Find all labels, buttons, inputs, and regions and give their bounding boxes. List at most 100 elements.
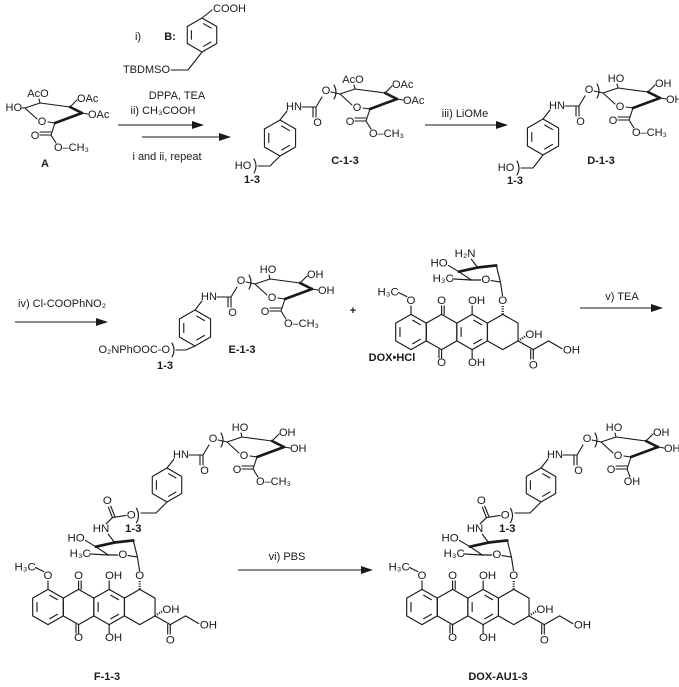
bond — [277, 297, 286, 300]
step-ii-conditions: ii) CH₃COOH — [131, 105, 196, 117]
bond — [110, 594, 120, 601]
bond — [578, 95, 586, 107]
bond — [24, 107, 38, 120]
bond — [255, 445, 286, 459]
ring — [486, 313, 519, 351]
methyl-ester: O–CH₃ — [632, 127, 667, 139]
sugar-methyl: H₃C — [70, 548, 91, 560]
sugar-methyl: H₃C — [433, 273, 454, 285]
bond — [542, 473, 551, 479]
quinone-oxygen: O — [448, 570, 457, 582]
bond — [600, 436, 617, 443]
primary-oh: OH — [574, 620, 591, 632]
amine: H₂N — [455, 248, 476, 260]
bond — [168, 473, 177, 479]
bond — [252, 456, 258, 470]
bond — [113, 539, 135, 544]
phenol-oh: OH — [468, 295, 485, 307]
bond — [623, 455, 632, 458]
bond — [495, 264, 502, 283]
glycosidic-oxygen: O — [498, 295, 507, 307]
bond — [544, 143, 554, 150]
bond — [241, 436, 273, 442]
bond — [270, 439, 286, 449]
carbonyl-oxygen: O — [477, 495, 486, 507]
bond — [506, 539, 513, 558]
bond — [458, 539, 471, 548]
bond — [532, 340, 563, 351]
bond — [254, 283, 268, 296]
glycosidic-oxygen: O — [135, 570, 144, 582]
phenol-oh: OH — [479, 632, 496, 644]
bond — [540, 458, 549, 469]
sugar-hydroxyl: HO — [442, 532, 459, 544]
sugar-hydroxyl: HO — [431, 257, 448, 269]
repeat-bracket — [509, 507, 514, 524]
bond — [136, 556, 141, 572]
bond — [140, 501, 168, 514]
glycosidic-oxygen: O — [583, 433, 592, 445]
bond — [252, 468, 259, 478]
primary-oh: OH — [200, 620, 217, 632]
ring-oxygen: O — [38, 116, 47, 128]
repeat-count: 1-3 — [244, 174, 260, 186]
bond — [617, 87, 649, 93]
carbonyl-oxygen: O — [576, 116, 585, 128]
bond — [196, 315, 206, 322]
bond — [50, 122, 56, 136]
methoxy-methyl: H₃C — [389, 561, 410, 573]
bond — [384, 85, 393, 94]
repeat-bracket — [220, 432, 224, 448]
ring-oxygen: O — [492, 549, 501, 561]
repeat-count: 1-3 — [157, 360, 173, 372]
bond — [353, 84, 356, 90]
repeat-bracket — [171, 342, 175, 358]
bond — [614, 432, 617, 438]
ring-oxygen: O — [240, 450, 249, 462]
bond — [628, 119, 635, 129]
carbamate-linker: HNO — [542, 95, 586, 128]
bond — [69, 99, 78, 108]
ring — [425, 313, 458, 351]
bond — [24, 102, 41, 109]
phenol-oh: OH — [468, 357, 485, 369]
bond — [646, 90, 662, 100]
substituent-c2: HO — [606, 422, 623, 434]
carbamate-linker: HNO — [166, 444, 210, 477]
terminal-hydroxyl: HO — [235, 160, 252, 172]
ring — [123, 588, 156, 626]
substituent-c3: OAc — [392, 79, 414, 91]
bond — [280, 298, 286, 312]
quinone-oxygen: O — [74, 632, 83, 644]
bond — [616, 83, 619, 89]
label-compound-f: F-1-3 — [94, 671, 120, 683]
bond — [281, 144, 291, 151]
glycosidic-oxygen: O — [585, 84, 594, 96]
bond — [481, 533, 490, 544]
bond — [469, 546, 483, 556]
bond — [107, 533, 116, 544]
bond — [365, 120, 372, 130]
bond — [473, 319, 483, 326]
bond — [412, 319, 421, 326]
sugar-hydroxyl: HO — [68, 532, 85, 544]
bond — [196, 334, 206, 341]
bond — [89, 553, 109, 556]
methoxy-methyl: H₃C — [378, 286, 399, 298]
carbonyl-oxygen: O — [261, 306, 270, 318]
bond — [170, 51, 203, 71]
bond — [528, 615, 545, 626]
substituent-c2: HO — [608, 73, 625, 85]
substituent-c4: OH — [666, 94, 679, 106]
bond — [626, 456, 632, 470]
methoxy-oxygen: O — [44, 570, 53, 582]
methyl-ester: O–CH₃ — [256, 476, 291, 488]
ring-oxygen: O — [616, 101, 625, 113]
step-vi-conditions: vi) PBS — [269, 551, 306, 563]
bond — [644, 439, 660, 449]
bond — [283, 287, 314, 301]
bond — [38, 98, 41, 104]
compound-f-ring — [151, 467, 183, 503]
bond — [95, 546, 109, 556]
